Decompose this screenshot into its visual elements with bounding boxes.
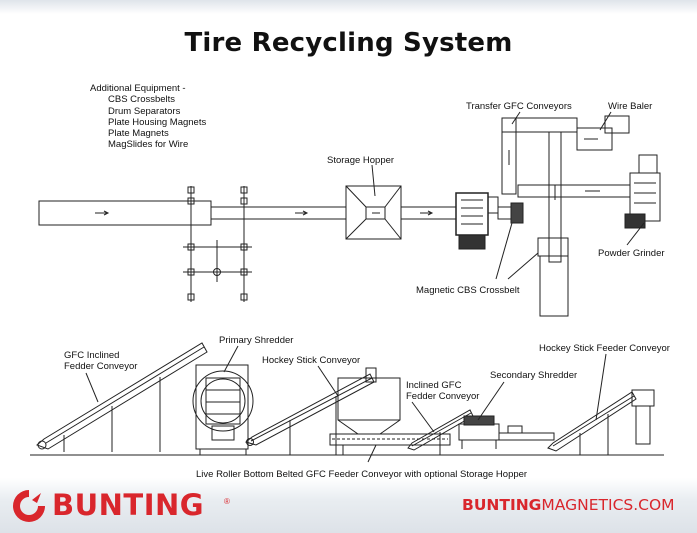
leader-line bbox=[595, 353, 607, 421]
leader-line bbox=[626, 222, 645, 246]
leader-line bbox=[223, 345, 239, 373]
label-primary-shredder: Primary Shredder bbox=[219, 335, 294, 346]
granulator-outfeed bbox=[497, 206, 512, 220]
brand-name: BUNTING bbox=[52, 488, 205, 522]
leader-line bbox=[371, 164, 376, 197]
page-title: Tire Recycling System bbox=[184, 28, 513, 58]
cbs-crossbelt-plan bbox=[510, 202, 524, 224]
feed-conveyor-plan bbox=[38, 200, 212, 226]
leader-line bbox=[85, 372, 99, 403]
label-wire-baler: Wire Baler bbox=[608, 101, 653, 112]
equipment-item: Plate Magnets bbox=[108, 128, 169, 140]
label-live-roller-caption: Live Roller Bottom Belted GFC Feeder Con… bbox=[196, 469, 528, 480]
leader-line bbox=[367, 444, 377, 463]
primary-shredder-elevation bbox=[192, 364, 254, 455]
leader-line bbox=[507, 252, 539, 280]
label-storage-hopper: Storage Hopper bbox=[327, 155, 395, 166]
storage-hopper-plan bbox=[345, 185, 402, 240]
secondary-shredder-elevation bbox=[458, 415, 555, 449]
footer-background-band bbox=[0, 478, 697, 533]
top-background-band bbox=[0, 0, 697, 14]
live-roller-feeder-elevation bbox=[329, 377, 451, 455]
bunting-logo-icon bbox=[13, 490, 45, 522]
wire-baler-plan bbox=[576, 115, 630, 151]
equipment-item: Plate Housing Magnets bbox=[108, 116, 207, 128]
label-inclined-gfc-line1: Inclined GFC bbox=[406, 380, 462, 391]
brand-registered-mark: ® bbox=[224, 497, 230, 506]
label-secondary-shredder: Secondary Shredder bbox=[490, 370, 578, 381]
additional-equipment-list: Additional Equipment - CBS Crossbelts Dr… bbox=[90, 83, 206, 151]
leader-line bbox=[411, 401, 435, 433]
gfc-inclined-conveyor-elevation bbox=[36, 342, 208, 452]
powder-grinder-plan bbox=[624, 154, 661, 229]
support-column-grid bbox=[183, 186, 252, 302]
equipment-item: Drum Separators bbox=[108, 105, 181, 117]
label-inclined-gfc-line2: Fedder Conveyor bbox=[406, 391, 480, 402]
label-hockey-stick-conveyor: Hockey Stick Conveyor bbox=[262, 355, 361, 366]
inclined-gfc-conveyor-elevation bbox=[407, 409, 474, 452]
label-gfc-inclined-line1: GFC Inclined bbox=[64, 350, 120, 361]
url-part-bunting: BUNTING bbox=[462, 496, 542, 514]
leader-line bbox=[477, 381, 505, 421]
plan-view bbox=[38, 111, 661, 317]
url-part-magnetics: MAGNETICS.COM bbox=[541, 496, 675, 514]
label-hockey-stick-feeder: Hockey Stick Feeder Conveyor bbox=[539, 343, 670, 354]
leader-line bbox=[511, 111, 521, 125]
flow-arrowhead bbox=[103, 210, 110, 216]
label-transfer-conveyors: Transfer GFC Conveyors bbox=[466, 101, 572, 112]
elevation-view bbox=[30, 342, 664, 463]
website-url[interactable]: BUNTINGMAGNETICS.COM bbox=[462, 496, 675, 514]
label-gfc-inclined-line2: Fedder Conveyor bbox=[64, 361, 138, 372]
label-magnetic-crossbelt: Magnetic CBS Crossbelt bbox=[416, 285, 520, 296]
hopper-infeed-conveyor bbox=[210, 206, 347, 220]
equipment-item: CBS Crossbelts bbox=[108, 94, 176, 106]
granulator-plan bbox=[455, 192, 499, 250]
equipment-item: MagSlides for Wire bbox=[108, 139, 189, 151]
additional-equipment-heading: Additional Equipment - bbox=[90, 83, 186, 94]
leader-line bbox=[495, 222, 513, 280]
label-powder-grinder: Powder Grinder bbox=[598, 248, 665, 259]
leader-line bbox=[317, 365, 339, 397]
hockey-stick-feeder-elevation bbox=[547, 389, 655, 455]
leader-line bbox=[599, 111, 612, 131]
hockey-stick-conveyor-elevation bbox=[244, 367, 377, 455]
